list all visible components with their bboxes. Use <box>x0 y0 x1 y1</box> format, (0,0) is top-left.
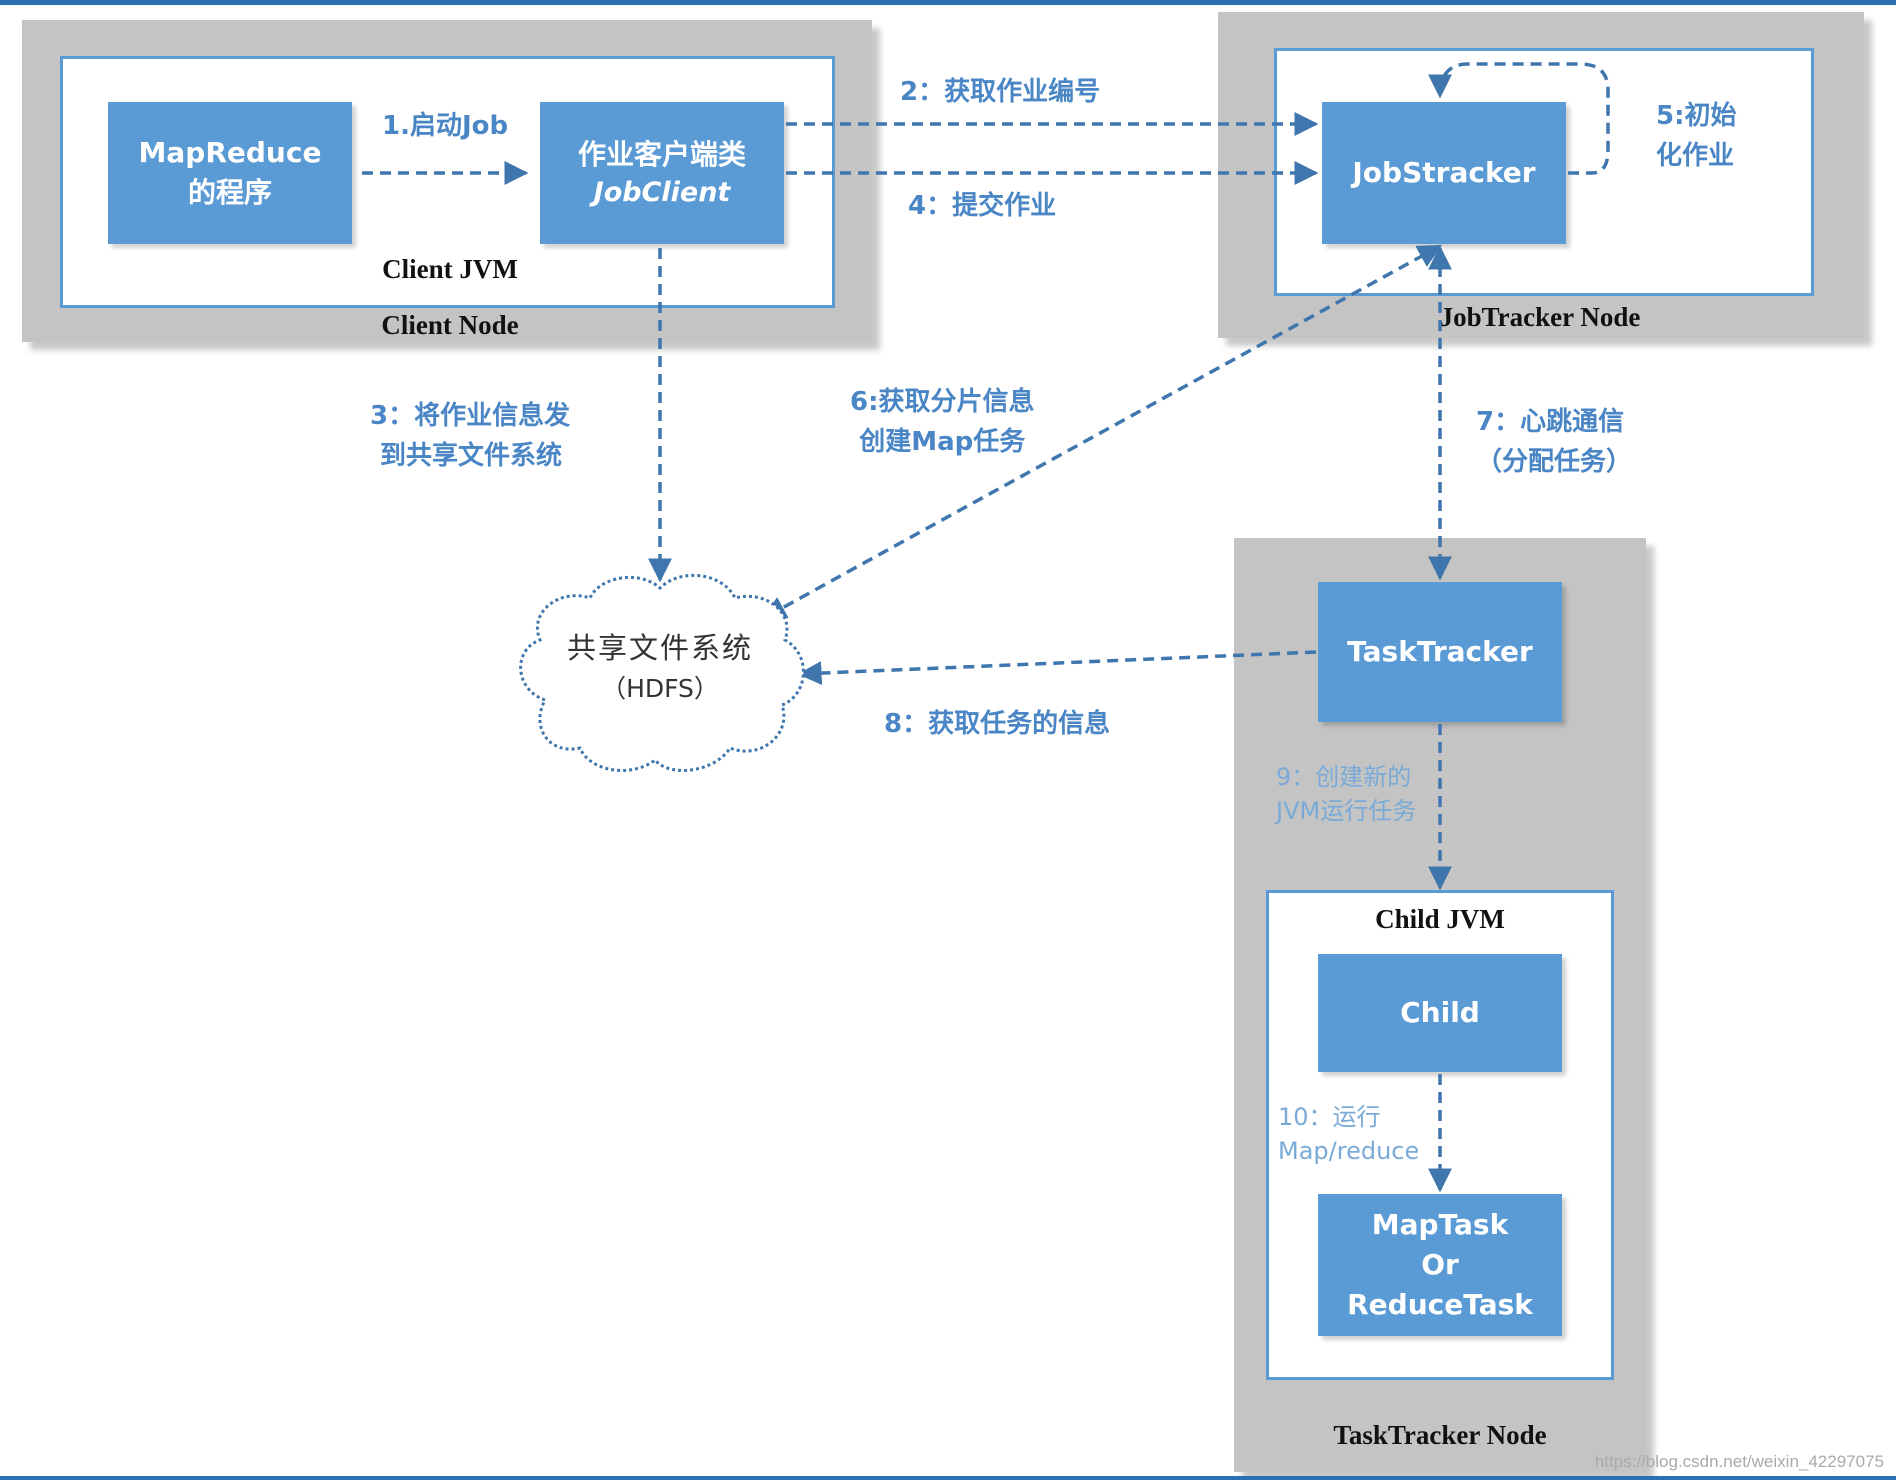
top-frame-bar <box>0 0 1896 5</box>
child-jvm-label: Child JVM <box>1375 904 1505 934</box>
edge-label-5-line2: 化作业 <box>1656 141 1735 171</box>
mapreduce-program-box: MapReduce 的程序 <box>108 102 352 244</box>
mapreduce-program-line1: MapReduce <box>138 136 322 169</box>
edge-label-3: 3：将作业信息发 到共享文件系统 <box>370 396 570 476</box>
bottom-frame-bar <box>0 1476 1896 1480</box>
edge-label-10: 10：运行 Map/reduce <box>1278 1100 1419 1168</box>
edge-label-10-line1: 10：运行 <box>1278 1103 1381 1131</box>
edge-label-9-line2: JVM运行任务 <box>1276 797 1417 825</box>
client-jvm-label: Client JVM <box>382 254 518 284</box>
edge-label-7-line1: 7：心跳通信 <box>1476 407 1625 437</box>
hdfs-line1: 共享文件系统 <box>566 631 753 665</box>
watermark: https://blog.csdn.net/weixin_42297075 <box>1594 1452 1884 1471</box>
task-line1: MapTask <box>1371 1208 1509 1241</box>
edge-label-5: 5:初始 化作业 <box>1656 96 1737 176</box>
jobtracker-box: JobStracker <box>1322 102 1566 244</box>
task-line3: ReduceTask <box>1347 1288 1533 1321</box>
edge-label-5-line1: 5:初始 <box>1656 101 1737 131</box>
arrow-get-task-info <box>797 650 1317 686</box>
job-client-line1: 作业客户端类 <box>577 138 746 171</box>
edge-label-1: 1.启动Job <box>382 111 509 141</box>
child-label: Child <box>1400 996 1480 1029</box>
job-client-line2: JobClient <box>593 177 731 208</box>
task-line2: Or <box>1421 1248 1459 1281</box>
hdfs-line2: （HDFS） <box>601 674 719 703</box>
edge-label-4: 4：提交作业 <box>908 191 1057 221</box>
tasktracker-label: TaskTracker <box>1347 635 1533 668</box>
jobtracker-node-label: JobTracker Node <box>1439 302 1641 332</box>
job-client-box: 作业客户端类 JobClient <box>540 102 784 244</box>
child-box: Child <box>1318 954 1562 1072</box>
edge-label-6: 6:获取分片信息 创建Map任务 <box>850 382 1035 462</box>
edge-label-2: 2：获取作业编号 <box>900 77 1101 107</box>
edge-label-7: 7：心跳通信 （分配任务） <box>1476 402 1632 482</box>
hdfs-cloud <box>519 573 805 772</box>
edge-label-9-line1: 9：创建新的 <box>1276 763 1412 791</box>
arrow-init-job-loop <box>1428 62 1610 175</box>
edge-label-7-line2: （分配任务） <box>1476 447 1633 477</box>
edge-label-8: 8：获取任务的信息 <box>884 709 1111 739</box>
edge-label-10-line2: Map/reduce <box>1278 1137 1420 1165</box>
jobtracker-label: JobStracker <box>1352 156 1536 189</box>
client-node-label: Client Node <box>381 310 519 340</box>
hdfs-label: 共享文件系统 （HDFS） <box>520 626 800 708</box>
arrow-get-splits <box>761 244 1443 620</box>
edge-label-3-line2: 到共享文件系统 <box>380 441 563 471</box>
edge-label-3-line1: 3：将作业信息发 <box>370 401 571 431</box>
edge-label-9: 9：创建新的 JVM运行任务 <box>1276 760 1416 828</box>
mapreduce-program-line2: 的程序 <box>187 176 272 209</box>
edge-label-6-line1: 6:获取分片信息 <box>850 387 1035 417</box>
edge-label-6-line2: 创建Map任务 <box>859 427 1026 457</box>
tasktracker-node-label: TaskTracker Node <box>1333 1420 1547 1450</box>
task-box: MapTask Or ReduceTask <box>1318 1194 1562 1336</box>
